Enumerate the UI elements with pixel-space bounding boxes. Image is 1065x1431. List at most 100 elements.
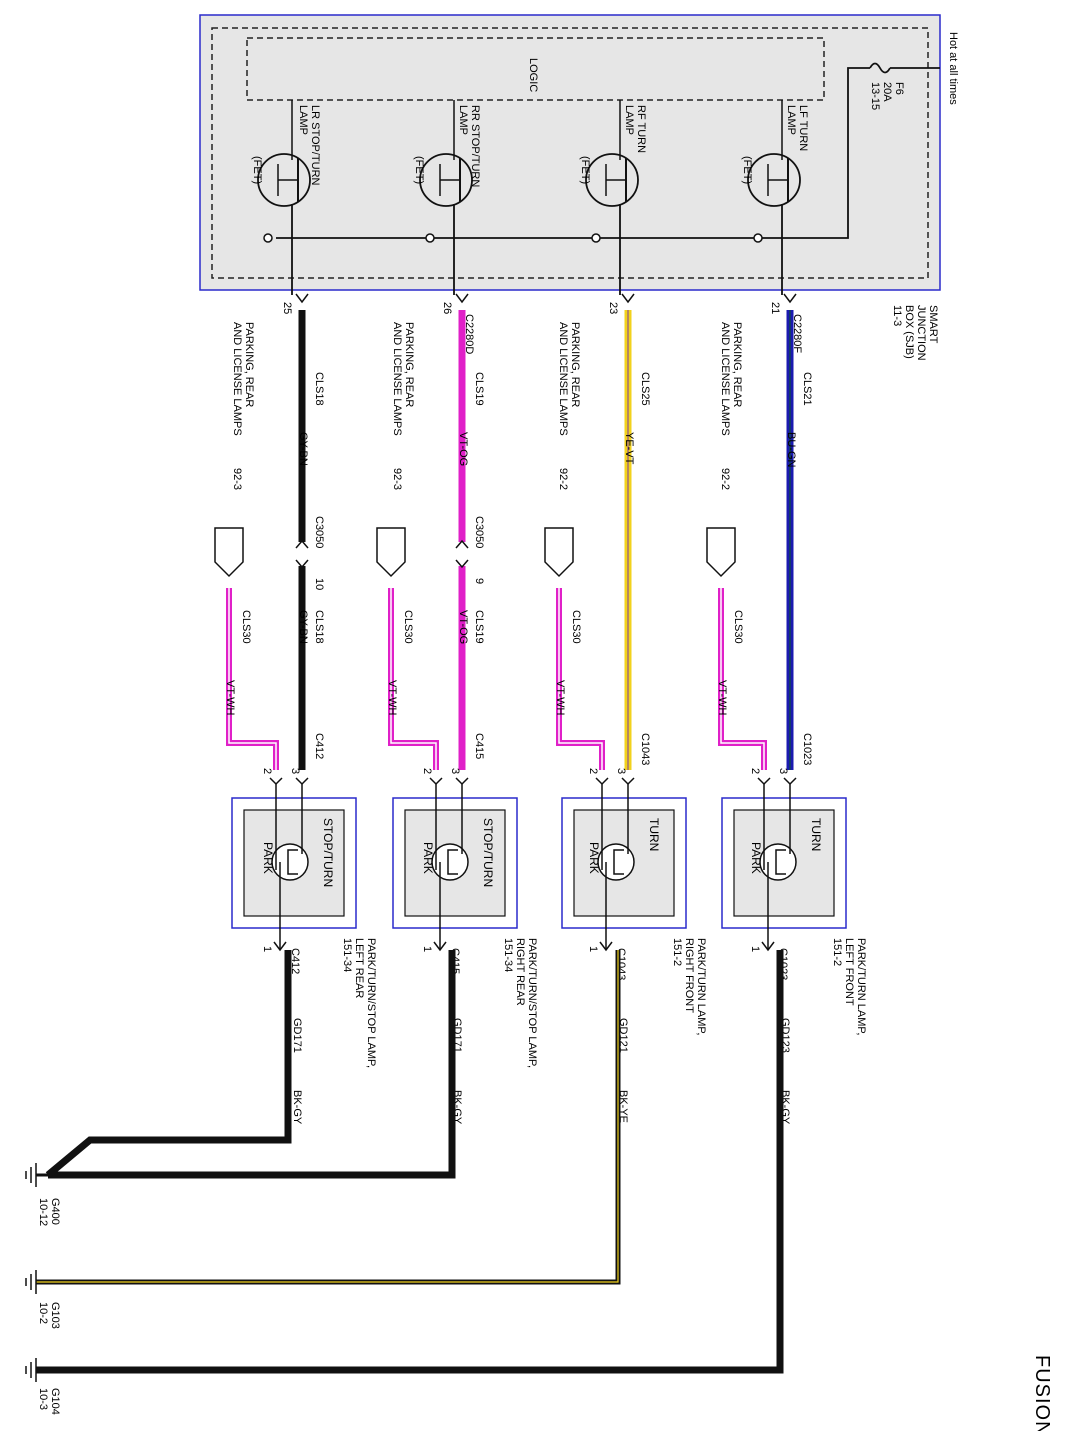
lamp-label-bottom-rf: PARK [587,842,601,874]
bulb-rf [597,843,635,881]
sjb-connector-lf: C2280F [791,314,803,353]
lamp-arrow-park-rr [429,777,443,786]
inline-arrow-down-lr [295,559,309,569]
bulb-lr [271,843,309,881]
lamp-label-bottom-rr: PARK [421,842,435,874]
sjb-pin-rr: 26 [441,302,453,314]
lamp-name3-lr: 151-34 [341,938,353,972]
feed-color-lower-rr: VT-OG [457,610,469,644]
lamp-connector-top-rr: C415 [473,733,485,759]
smart-junction-box: LOGIC [199,14,941,291]
fet-circle-rf [585,153,639,207]
ground-symbol-g104 [25,1358,37,1382]
sjb-pin-lr: 25 [281,302,293,314]
lamp-arrow-park-lf [757,777,771,786]
inline-arrow-up-lr [295,539,309,549]
fet-source-node-lr [263,233,273,243]
lamp-label-bottom-lf: PARK [749,842,763,874]
bulb-rr [431,843,469,881]
lamp-arrow-turn-lr [295,777,309,786]
power-feed [276,67,940,239]
park-color-lr: VT-WH [224,680,236,715]
ground-ref-g400: 10-12 [37,1198,49,1226]
sjb-connector-arrow-rf [621,293,635,304]
inline-arrow-down-rr [455,559,469,569]
logic-block [246,37,825,101]
park-color-rf: VT-WH [554,680,566,715]
lamp-pin-turn-lf: 3 [777,768,789,774]
ground-connector-lr: C412 [289,948,301,974]
branch-flag-lr [214,527,244,578]
feed-circuit-lf: CLS21 [801,372,813,406]
ground-wire-rf-stripe [36,950,619,1283]
park-wire-stripe-rf [558,588,603,770]
page-title: FUSION [1031,1355,1053,1431]
park-circuit-lr: CLS30 [240,610,252,644]
branch-label2-rr: AND LICENSE LAMPS [391,322,403,436]
lamp-label-top-lf: TURN [809,818,823,851]
lamp-name2-rr: RIGHT REAR [514,938,526,1006]
branch-label1-rf: PARKING, REAR [569,322,581,407]
lamp-label-top-lr: STOP/TURN [321,818,335,887]
branch-label2-rf: AND LICENSE LAMPS [557,322,569,436]
bulb-filament-lr [287,849,298,875]
lamp-pin-turn-rf: 3 [615,768,627,774]
fet-label-lr: (FET) [251,156,263,184]
lamp-name1-lr: PARK/TURN/STOP LAMP, [365,938,377,1068]
ground-arrow-lf [761,941,775,952]
sjb-connector-arrow-lr [295,293,309,304]
lamp-pin-park-rf: 2 [587,768,599,774]
fet-source-node-rf [591,233,601,243]
ground-symbol-g400 [25,1163,48,1187]
lamp-arrow-park-lr [269,777,283,786]
sjb-connector-arrow-lf [783,293,797,304]
lamp-connector-top-rf: C1043 [639,733,651,765]
fet-source-node-rr [425,233,435,243]
branch-ref-rr: 92-3 [391,468,403,490]
branch-flag-rr [376,527,406,578]
sjb-label-3: BOX (SJB) [903,305,915,359]
sjb-pin-rf: 23 [607,302,619,314]
bulb-filament-rr [447,849,458,875]
inline-pin-lr: 10 [313,578,325,590]
lamp-pin-park-rr: 2 [421,768,433,774]
bulb-lf [759,843,797,881]
branch-label2-lf: AND LICENSE LAMPS [719,322,731,436]
lamp-pin-park-lf: 2 [749,768,761,774]
output-label-lf: LF TURN [797,105,809,151]
lamp-arrow-park-rf [595,777,609,786]
output-label2-rf: LAMP [623,105,635,135]
lamp-pin-turn-rr: 3 [449,768,461,774]
ground-id-g103: G103 [49,1302,61,1329]
lamp-label-top-rf: TURN [647,818,661,851]
ground-pin-lr: 1 [261,946,273,952]
park-color-lf: VT-WH [716,680,728,715]
fuse-ref: 13-15 [869,82,881,110]
ground-arrow-rf [599,941,613,952]
ground-arrow-lr [273,941,287,952]
fet-circle-lr [257,153,311,207]
ground-id-g400: G400 [49,1198,61,1225]
ground-pin-rr: 1 [421,946,433,952]
ground-color-lr: BK-GY [291,1090,303,1125]
lamp-name1-rf: PARK/TURN LAMP, [695,938,707,1035]
park-wire-stripe-lf [720,588,765,770]
lamp-label-bottom-lr: PARK [261,842,275,874]
ground-wire-lr [45,950,292,1178]
feed-color-lf: BU-GN [785,432,797,468]
lamp-name3-lf: 151-2 [831,938,843,966]
output-label2-lf: LAMP [785,105,797,135]
output-label-rr: RR STOP/TURN [469,105,481,187]
branch-label1-rr: PARKING, REAR [403,322,415,407]
lamp-name3-rf: 151-2 [671,938,683,966]
lamp-name2-lr: LEFT REAR [353,938,365,998]
sjb-connector-arrow-rr [455,293,469,304]
sjb-connector-rr: C2280D [463,314,475,354]
feed-color-rr: VT-OG [457,432,469,466]
output-label-lr: LR STOP/TURN [309,105,321,186]
ground-wire-lf [36,950,784,1374]
fet-source-node-lf [753,233,763,243]
feed-color-rf: YE-VT [623,432,635,465]
lamp-pin-park-lr: 2 [261,768,273,774]
